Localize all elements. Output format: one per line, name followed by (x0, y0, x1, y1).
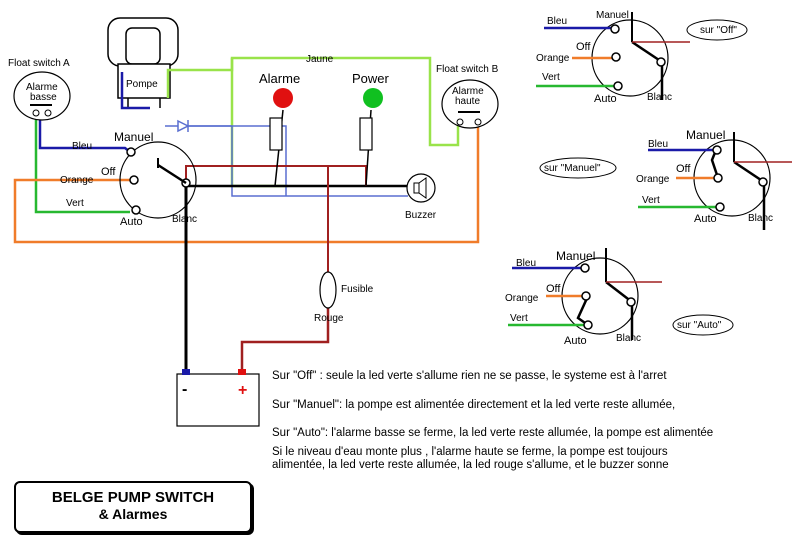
fuse: Fusible Rouge (314, 271, 374, 324)
off-diag-manuel: Manuel (596, 10, 629, 21)
main-switch-orange-label: Orange (60, 175, 94, 186)
float-b-label: Float switch B (436, 64, 499, 75)
battery: - + (176, 369, 260, 427)
state-manuel-label: sur "Manuel" (544, 163, 601, 174)
float-switch-a: Float switch A Alarme basse (8, 58, 71, 121)
off-diag-bleu: Bleu (547, 16, 567, 27)
fusible-label: Fusible (341, 284, 374, 295)
power-label: Power (352, 71, 390, 86)
off-diag-orange: Orange (536, 53, 570, 64)
title-line2: & Alarmes (98, 506, 168, 522)
auto-diag-manuel: Manuel (556, 249, 595, 263)
led-power: Power (352, 71, 390, 151)
battery-plus: + (238, 382, 247, 399)
main-switch-off-label: Off (101, 166, 116, 178)
main-switch-blanc-label: Blanc (172, 214, 197, 225)
manuel-diag-manuel: Manuel (686, 128, 725, 142)
alarme-basse-l2: basse (30, 92, 57, 103)
off-diag-blanc: Blanc (647, 92, 672, 103)
note-manuel: Sur "Manuel": la pompe est alimentée dir… (272, 399, 676, 411)
note-auto: Sur "Auto": l'alarme basse se ferme, la … (272, 427, 714, 439)
auto-diag-off: Off (546, 283, 561, 295)
auto-diag-blanc: Blanc (616, 333, 641, 344)
alarme-haute-l2: haute (455, 96, 480, 107)
manuel-diag-orange: Orange (636, 174, 670, 185)
auto-diag-auto: Auto (564, 335, 587, 347)
manuel-diag-auto: Auto (694, 213, 717, 225)
pump: Pompe (107, 17, 179, 108)
note-niveau-2: alimentée, la led verte reste allumée, l… (272, 459, 669, 471)
float-a-label: Float switch A (8, 58, 70, 69)
off-diag-vert: Vert (542, 72, 560, 83)
auto-diag-vert: Vert (510, 313, 528, 324)
alarme-label: Alarme (259, 71, 300, 86)
state-off-label: sur "Off" (700, 25, 737, 36)
note-off: Sur "Off" : seule la led verte s'allume … (272, 370, 667, 382)
diode (177, 119, 190, 133)
off-diag-off: Off (576, 41, 591, 53)
pump-label: Pompe (126, 79, 158, 90)
manuel-diag-bleu: Bleu (648, 139, 668, 150)
notes-block: Sur "Off" : seule la led verte s'allume … (272, 370, 800, 480)
main-wires (13, 56, 480, 370)
buzzer: Buzzer (405, 173, 437, 221)
main-switch: Manuel Bleu Off Orange Vert Auto Blanc (60, 130, 197, 228)
title-box: BELGE PUMP SWITCH & Alarmes (14, 481, 252, 533)
alarme-haute-l1: Alarme (452, 86, 484, 97)
auto-diag-bleu: Bleu (516, 258, 536, 269)
main-switch-vert-label: Vert (66, 198, 84, 209)
battery-minus: - (182, 381, 187, 398)
led-alarme: Alarme (259, 71, 300, 151)
switch-auto-diagram (508, 248, 734, 340)
note-niveau-1: Si le niveau d'eau monte plus , l'alarme… (272, 446, 668, 458)
float-switch-b: Float switch B Alarme haute (436, 64, 499, 129)
main-switch-auto-label: Auto (120, 216, 143, 228)
main-switch-bleu-label: Bleu (72, 141, 92, 152)
off-diag-auto: Auto (594, 93, 617, 105)
buzzer-label: Buzzer (405, 210, 437, 221)
auto-diag-orange: Orange (505, 293, 539, 304)
main-switch-manuel-label: Manuel (114, 130, 153, 144)
manuel-diag-vert: Vert (642, 195, 660, 206)
state-auto-label: sur "Auto" (677, 320, 722, 331)
manuel-diag-blanc: Blanc (748, 213, 773, 224)
alarme-basse-l1: Alarme (26, 82, 58, 93)
switch-manuel-diagram (539, 132, 792, 230)
title-line1: BELGE PUMP SWITCH (51, 489, 215, 506)
manuel-diag-off: Off (676, 163, 691, 175)
jaune-label: Jaune (306, 54, 334, 65)
switch-off-diagram (536, 12, 748, 100)
rouge-label: Rouge (314, 313, 344, 324)
